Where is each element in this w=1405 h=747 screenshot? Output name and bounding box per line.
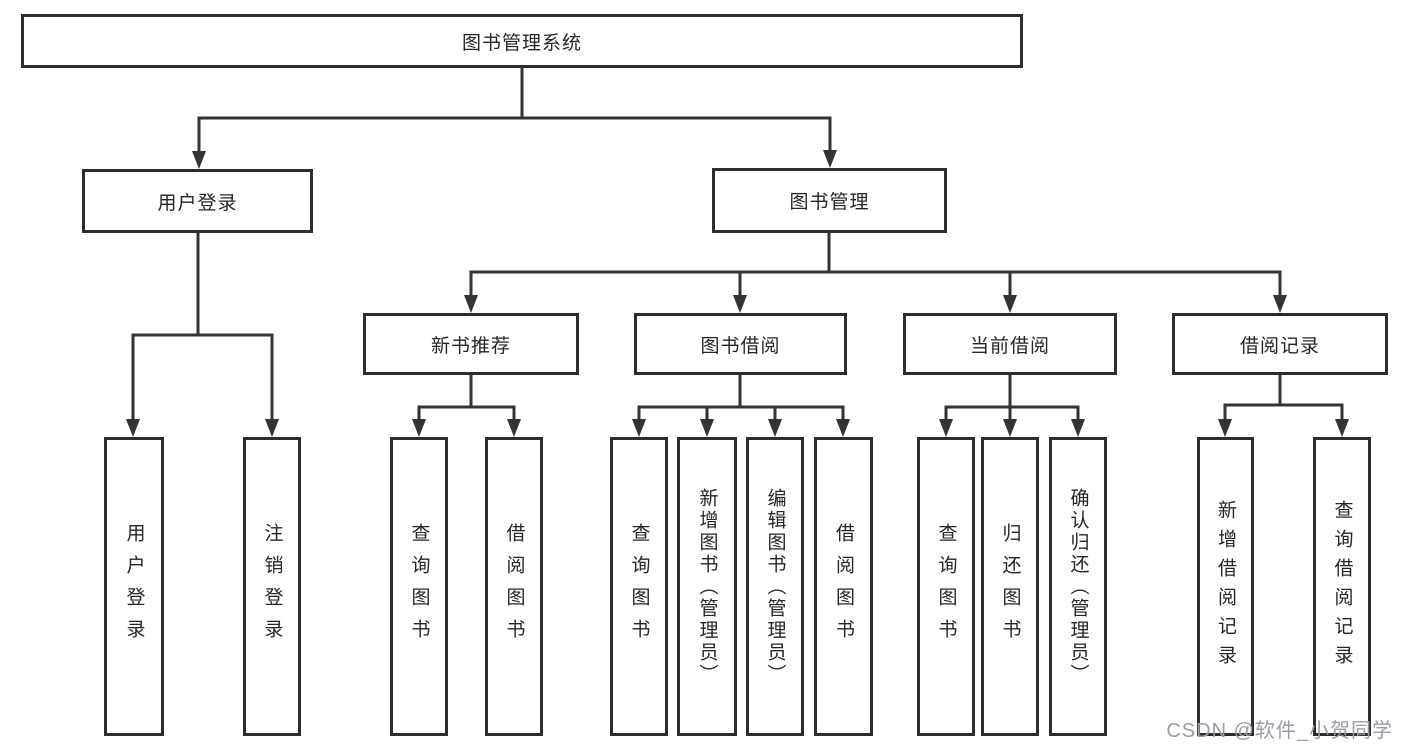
node-new-book-recommendation-label: 新书推荐 — [430, 335, 511, 357]
node-root: 图书管理系统 — [21, 14, 1023, 68]
leaf-current-query-books: 查询图书 — [917, 437, 975, 736]
leaf-newbook-borrow-books: 借阅图书 — [485, 437, 543, 736]
node-borrowing-records: 借阅记录 — [1172, 313, 1388, 375]
leaf-return-books: 归还图书 — [981, 437, 1039, 736]
leaf-borrowing-borrow-books: 借阅图书 — [814, 437, 873, 736]
node-current-borrowing: 当前借阅 — [903, 313, 1117, 375]
leaf-add-books-admin: 新增图书（管理员） — [677, 437, 737, 736]
leaf-return-books-label: 归还图书 — [999, 522, 1021, 651]
node-borrowing-records-label: 借阅记录 — [1239, 335, 1320, 357]
leaf-user-login-label: 用户登录 — [123, 522, 145, 651]
leaf-edit-books-admin-label: 编辑图书（管理员） — [764, 487, 786, 686]
leaf-query-borrow-record-label: 查询借阅记录 — [1331, 499, 1353, 674]
node-book-management-label: 图书管理 — [789, 192, 870, 213]
node-book-borrowing-label: 图书借阅 — [700, 335, 781, 357]
node-current-borrowing-label: 当前借阅 — [969, 335, 1050, 357]
leaf-confirm-return-admin-label: 确认归还（管理员） — [1067, 487, 1089, 686]
leaf-logout: 注销登录 — [243, 437, 301, 736]
leaf-logout-label: 注销登录 — [261, 522, 283, 651]
leaf-borrowing-query-books: 查询图书 — [610, 437, 668, 736]
leaf-edit-books-admin: 编辑图书（管理员） — [746, 437, 804, 736]
leaf-newbook-query-books: 查询图书 — [390, 437, 448, 736]
leaf-current-query-books-label: 查询图书 — [935, 522, 957, 651]
leaf-add-borrow-record: 新增借阅记录 — [1197, 437, 1254, 736]
leaf-query-borrow-record: 查询借阅记录 — [1313, 437, 1371, 736]
leaf-add-borrow-record-label: 新增借阅记录 — [1215, 499, 1236, 674]
node-user-login: 用户登录 — [82, 169, 313, 233]
leaf-confirm-return-admin: 确认归还（管理员） — [1049, 437, 1107, 736]
node-user-login-label: 用户登录 — [157, 192, 238, 214]
leaf-borrowing-borrow-books-label: 借阅图书 — [833, 522, 854, 651]
leaf-user-login: 用户登录 — [104, 437, 164, 736]
leaf-add-books-admin-label: 新增图书（管理员） — [696, 487, 718, 686]
node-new-book-recommendation: 新书推荐 — [363, 313, 579, 375]
leaf-newbook-query-books-label: 查询图书 — [408, 522, 430, 651]
arrowhead-icons — [126, 150, 1349, 437]
node-book-borrowing: 图书借阅 — [634, 313, 847, 375]
node-root-label: 图书管理系统 — [461, 32, 582, 54]
leaf-borrowing-query-books-label: 查询图书 — [628, 522, 650, 651]
csdn-watermark: CSDN @软件_小贺同学 — [1166, 720, 1393, 742]
leaf-newbook-borrow-books-label: 借阅图书 — [503, 522, 525, 651]
node-book-management: 图书管理 — [712, 168, 947, 233]
